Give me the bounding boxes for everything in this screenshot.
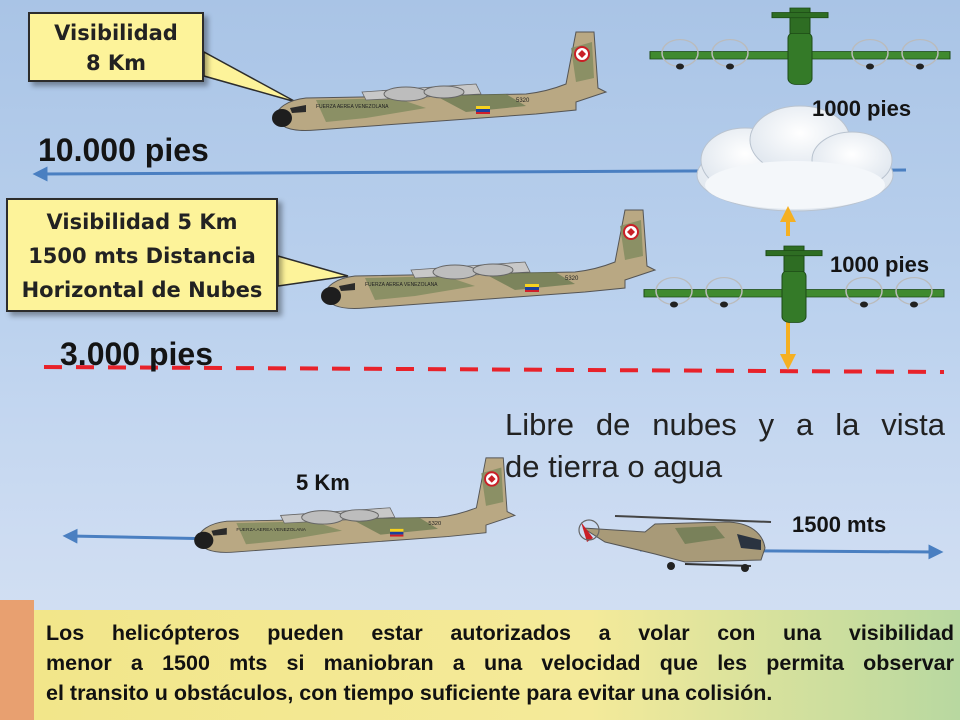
cloud-below-separation-label: 1000 pies	[830, 252, 930, 277]
decorative-strip	[0, 600, 34, 720]
callout-mid-pointer	[277, 255, 349, 287]
helicopter-note-box: Los helicópteros pueden estar autorizado…	[34, 610, 960, 720]
c130-aircraft-icon	[271, 31, 607, 132]
altitude-3000-label: 3.000 pies	[60, 336, 213, 372]
altitude-10000-label: 10.000 pies	[38, 132, 209, 168]
visibility-5km-label: 5 Km	[296, 470, 350, 495]
note-line: Los helicópteros pueden estar autorizado…	[46, 621, 954, 645]
callout-line: Visibilidad 5 Km	[46, 210, 238, 234]
cloud-icon	[696, 105, 894, 212]
cloud-above-separation-label: 1000 pies	[812, 96, 912, 121]
c130-aircraft-icon	[320, 209, 656, 310]
clear-line: de tierra o agua	[505, 449, 723, 484]
clear-of-clouds-text: Libre de nubes y a la vista de tierra o …	[505, 404, 945, 488]
c130-aircraft-icon	[193, 456, 516, 554]
c130-top-view-icon	[649, 7, 951, 86]
helicopter-icon	[578, 515, 772, 572]
note-line: menor a 1500 mts si maniobran a una velo…	[46, 651, 954, 675]
callout-line: 1500 mts Distancia	[28, 244, 256, 268]
visibility-1500m-label: 1500 mts	[792, 512, 887, 537]
callout-line: 8 Km	[85, 51, 147, 75]
note-line: el transito u obstáculos, con tiempo suf…	[46, 681, 773, 705]
visibility-5km-callout: Visibilidad 5 Km 1500 mts Distancia Hori…	[6, 198, 278, 312]
altitude-3000-dashed-line	[43, 365, 945, 374]
callout-top-pointer	[203, 50, 297, 103]
callout-line: Visibilidad	[54, 21, 178, 45]
clear-line: Libre de nubes y a la vista	[505, 407, 945, 442]
visibility-8km-callout: Visibilidad 8 Km	[28, 12, 204, 82]
callout-line: Horizontal de Nubes	[21, 278, 263, 302]
